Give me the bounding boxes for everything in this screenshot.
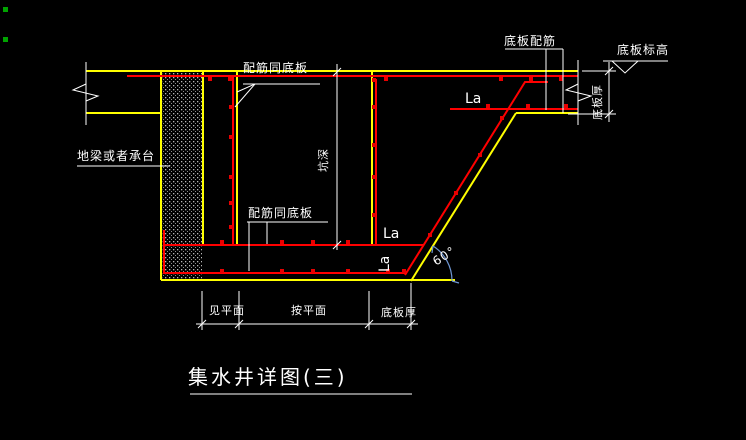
label-anchorage-la-mid: La bbox=[383, 226, 400, 242]
elevation-symbol bbox=[603, 60, 668, 74]
label-ground-beam: 地梁或者承台 bbox=[77, 149, 156, 163]
label-slab-thickness-vertical: 底板厚 bbox=[591, 84, 604, 120]
label-pit-depth-vertical: 坑深 bbox=[317, 148, 330, 172]
label-anchorage-la-top: La bbox=[465, 91, 482, 107]
break-zigzag-left bbox=[71, 83, 100, 102]
dim-label-wall-width: 见平面 bbox=[209, 304, 245, 317]
label-anchorage-la-vertical: La bbox=[377, 255, 393, 272]
rebar-section-markers bbox=[208, 77, 568, 273]
dimension-and-leader-lines bbox=[71, 48, 668, 395]
label-rebar-same-as-slab-top: 配筋同底板 bbox=[243, 61, 309, 75]
drawing-title: 集水井详图(三) bbox=[188, 365, 348, 389]
ground-beam-hatch bbox=[162, 72, 202, 280]
angle-arc bbox=[431, 245, 460, 284]
label-slab-elevation: 底板标高 bbox=[617, 43, 670, 57]
break-zigzag-right bbox=[564, 83, 593, 102]
grip-points bbox=[3, 7, 8, 42]
label-rebar-same-as-slab-bottom: 配筋同底板 bbox=[248, 206, 314, 220]
dim-label-slab-thickness: 底板厚 bbox=[381, 306, 417, 319]
concrete-outline-lines bbox=[86, 70, 578, 282]
label-slab-rebar: 底板配筋 bbox=[504, 34, 557, 48]
dim-label-pit-width: 按平面 bbox=[291, 304, 327, 317]
